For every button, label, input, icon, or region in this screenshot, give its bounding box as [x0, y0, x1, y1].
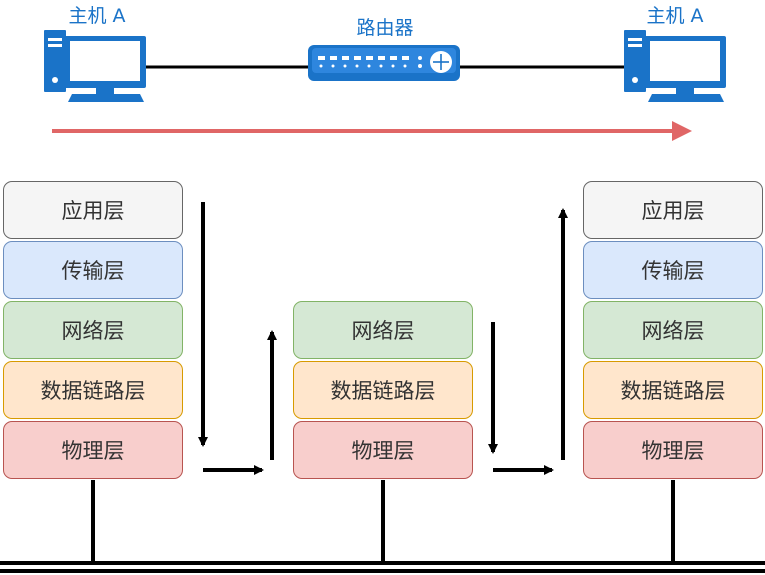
physical-connectors	[91, 480, 675, 563]
host-right-datalink-layer: 数据链路层	[583, 361, 763, 419]
physical-medium-bus	[0, 561, 765, 573]
data-flow-arrow	[52, 121, 692, 141]
host-right-physical-layer: 物理层	[583, 421, 763, 479]
router-physical-layer: 物理层	[293, 421, 473, 479]
host-left-physical-layer: 物理层	[3, 421, 183, 479]
host-right-label: 主机 A	[646, 5, 704, 27]
host-right-transport-layer: 传输层	[583, 241, 763, 299]
host-left-label: 主机 A	[68, 5, 126, 27]
host-right-application-layer: 应用层	[583, 181, 763, 239]
host-left-datalink-layer: 数据链路层	[3, 361, 183, 419]
computer-icon	[44, 30, 146, 102]
router-network-layer: 网络层	[293, 301, 473, 359]
router-label: 路由器	[356, 17, 414, 39]
process-arrows	[198, 202, 568, 475]
host-left-network-layer: 网络层	[3, 301, 183, 359]
host-left-transport-layer: 传输层	[3, 241, 183, 299]
host-right-network-layer: 网络层	[583, 301, 763, 359]
router-datalink-layer: 数据链路层	[293, 361, 473, 419]
computer-icon	[624, 30, 726, 102]
host-left-application-layer: 应用层	[3, 181, 183, 239]
router-icon	[308, 45, 460, 81]
